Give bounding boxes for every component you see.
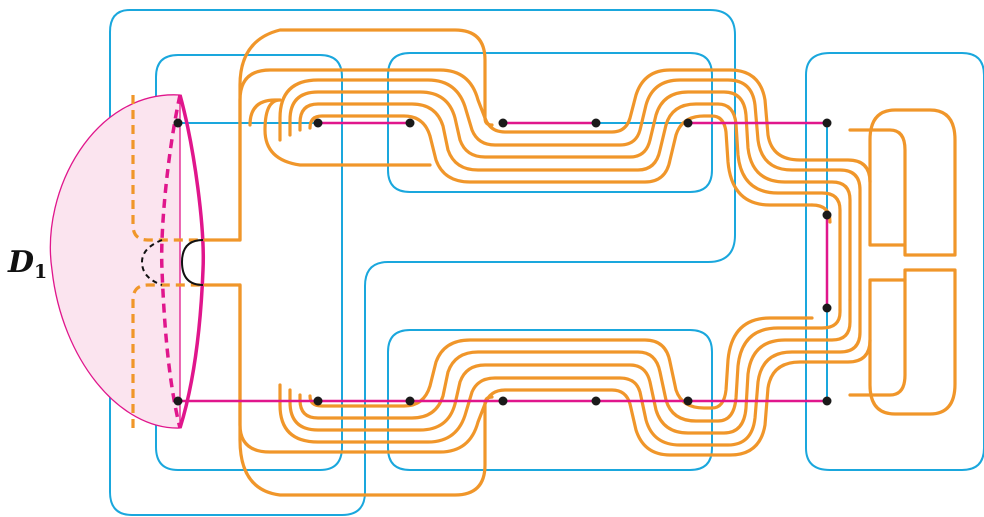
orange-strand — [288, 90, 852, 302]
orange-dashed-upper — [131, 95, 205, 242]
orange-dashed-through-disk — [131, 95, 205, 428]
disk-d1-back-edge — [159, 94, 182, 429]
orange-right-hook-top — [810, 108, 957, 257]
orange-band-bottom — [203, 268, 957, 497]
black-arc-solid — [180, 239, 204, 286]
node — [498, 118, 508, 128]
blue-outer-loop — [109, 9, 736, 516]
disk-d1-front-edge — [178, 94, 205, 429]
black-arcs — [140, 239, 204, 286]
orange-strand — [278, 288, 862, 447]
orange-outer-top — [203, 28, 494, 242]
disk-label: D1 — [7, 245, 47, 283]
node — [822, 210, 832, 220]
node — [591, 396, 601, 406]
node — [591, 118, 601, 128]
node — [313, 396, 323, 406]
node — [683, 396, 693, 406]
node — [683, 118, 693, 128]
node — [173, 396, 183, 406]
disk-label-sub: 1 — [34, 261, 47, 283]
black-arc-dashed — [140, 239, 163, 286]
orange-strand — [248, 98, 432, 167]
node — [822, 118, 832, 128]
blue-bottom-loop — [387, 329, 713, 471]
blue-left-loop — [155, 54, 343, 471]
disk-d1-face — [49, 94, 181, 429]
node — [822, 303, 832, 313]
node — [313, 118, 323, 128]
node — [405, 118, 415, 128]
orange-strand — [308, 114, 814, 207]
orange-dashed-lower — [131, 283, 205, 428]
node — [822, 396, 832, 406]
disk-d1 — [49, 94, 205, 429]
orange-strand — [298, 102, 842, 312]
orange-band-top — [203, 28, 957, 312]
orange-strand — [238, 278, 907, 457]
node — [405, 396, 415, 406]
disk-label-main: D — [7, 245, 34, 280]
orange-strand — [308, 316, 814, 410]
orange-right-hook-bottom — [848, 268, 957, 416]
orange-strand — [288, 298, 852, 435]
nodes — [173, 118, 832, 406]
node — [498, 396, 508, 406]
node — [173, 118, 183, 128]
blue-top-loop — [387, 52, 713, 193]
orange-strand — [278, 78, 862, 292]
blue-right-loop — [805, 52, 984, 471]
orange-outer-bottom — [203, 283, 494, 497]
orange-strand — [238, 68, 907, 247]
magenta-arcs — [178, 121, 829, 403]
